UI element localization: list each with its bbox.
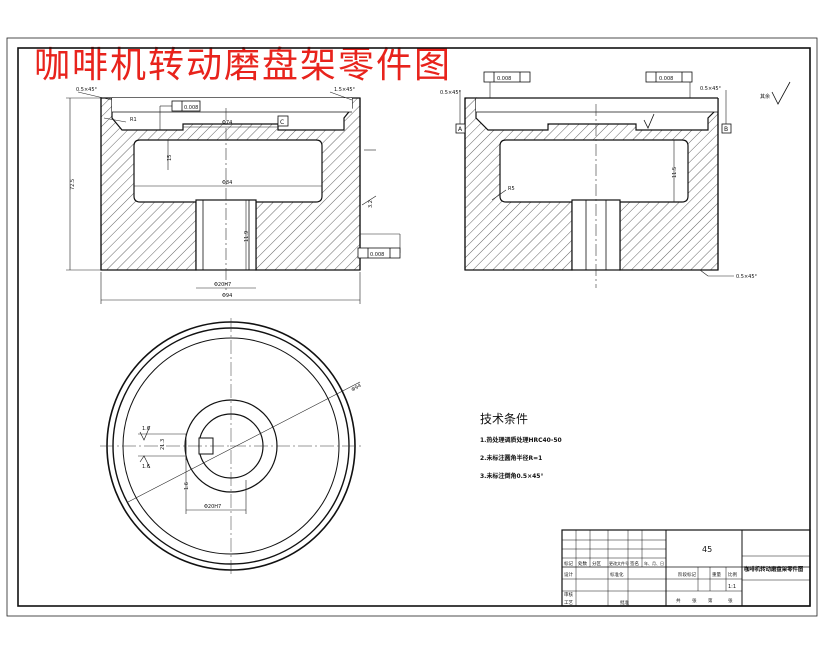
circular-view: Φ94 21.3 Φ20H7 1.6 1.6 1.6 [100, 318, 362, 574]
dim-height: 72.5 [70, 179, 76, 190]
right-tol-value-1: 0.008 [497, 76, 511, 82]
tech-item-1: 1.热处理调质处理HRC40-50 [480, 437, 562, 444]
tb-cell-4: 签名 [630, 560, 639, 567]
dim-r1: R1 [130, 117, 137, 123]
tb-material: 45 [702, 545, 712, 554]
other-rough-label: 其余 [760, 93, 770, 100]
dim-bore-dia: Φ20H7 [214, 282, 231, 288]
right-cavity [499, 139, 689, 203]
dim-chamfer-left: 0.5×45° [76, 87, 98, 93]
rough-1: 1.6 [142, 426, 150, 432]
tech-item-3: 3.未标注倒角0.5×45° [480, 473, 544, 480]
right-datum-a: A [458, 126, 463, 133]
keyway-dim: 21.3 [160, 439, 166, 450]
right-tol-value-2: 0.008 [659, 76, 673, 82]
right-chamfer-right: 0.5×45° [700, 86, 722, 92]
tb-cell-14: 共 [676, 597, 681, 604]
tb-cell-15: 张 [692, 597, 697, 604]
technical-requirements: 技术条件 1.热处理调质处理HRC40-50 2.未标注圆角半径R=1 3.未标… [480, 410, 562, 489]
tb-cell-16: 第 [708, 597, 713, 604]
tb-cell-10: 批准 [620, 599, 629, 606]
left-section-view: 0.5×45° 1.5×45° R1 0.008 C Φ74 Φ84 Φ94 7… [66, 87, 401, 304]
dim-rough: 3.2 [368, 200, 374, 208]
right-tol-frame-2 [645, 71, 693, 83]
datum-c-box [277, 115, 289, 127]
tb-cell-9: 工艺 [564, 600, 573, 606]
tb-cell-2: 分区 [592, 560, 601, 567]
position-frame [357, 247, 401, 259]
datum-b-box [721, 123, 732, 134]
tech-item-2: 2.未标注圆角半径R=1 [480, 455, 543, 462]
key-width-dim: Φ20H7 [204, 504, 221, 510]
tb-cell-17: 张 [728, 597, 733, 604]
tb-cell-6: 设计 [564, 571, 573, 578]
dim-inner-width: Φ74 [222, 120, 232, 126]
datum-c: C [280, 119, 284, 126]
title-block: 45 咖啡机转动磨盘架零件图 1:1 标记 处数 分区 更改文件号 签名 年、月… [561, 529, 811, 607]
sheet-outer-border [6, 37, 818, 617]
dim-depth: 15 [167, 155, 173, 161]
dim-mid-width: Φ84 [222, 180, 232, 186]
roughness-symbol [771, 81, 791, 105]
tb-cell-8: 审核 [564, 591, 573, 598]
dim-outer-width: Φ94 [222, 293, 232, 299]
flatness-value: 0.008 [184, 105, 198, 111]
tb-cell-11: 阶段标记 [678, 571, 696, 578]
sheet-inner-border [17, 47, 811, 607]
datum-a-box [455, 123, 466, 134]
tb-cell-13: 比例 [728, 571, 737, 578]
tb-cell-0: 标记 [564, 560, 573, 567]
tb-scale: 1:1 [728, 584, 736, 590]
right-r: R5 [508, 186, 515, 192]
flatness-frame [171, 100, 201, 112]
bottom-chamfer: 0.5×45° [736, 274, 758, 280]
tech-heading: 技术条件 [480, 412, 529, 426]
rough-2: 1.6 [142, 464, 150, 470]
right-section-view: 0.008 0.008 A B 0.5×45° 0.5×45° 11.5 R5 … [440, 71, 791, 288]
drawing-title: 咖啡机转动磨盘架零件图 [34, 45, 453, 86]
dim-chamfer-right: 1.5×45° [334, 87, 356, 93]
tb-cell-12: 重量 [712, 571, 721, 578]
left-cavity [133, 139, 323, 203]
circle-dia: Φ94 [351, 383, 363, 393]
dim-bore-len: 11.9 [244, 231, 250, 242]
right-datum-b: B [724, 126, 728, 133]
tb-cell-3: 更改文件号 [609, 560, 629, 566]
right-tol-frame-1 [483, 71, 531, 83]
tb-part-name: 咖啡机转动磨盘架零件图 [744, 565, 804, 573]
tb-cell-5: 年、月、日 [644, 560, 664, 566]
right-chamfer-left: 0.5×45° [440, 90, 462, 96]
right-dim-h: 11.5 [672, 167, 678, 178]
tb-cell-1: 处数 [578, 560, 587, 567]
tb-cell-7: 标准化 [610, 571, 624, 578]
position-value: 0.008 [370, 252, 384, 258]
rough-3: 1.6 [184, 482, 190, 490]
